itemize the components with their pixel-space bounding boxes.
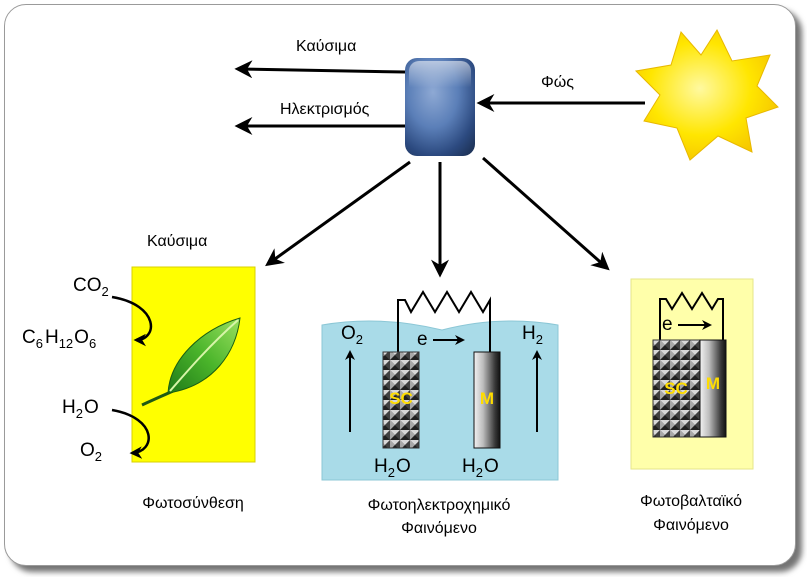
curved-arrow-co2 <box>111 295 153 347</box>
pv-circuit-wire <box>659 291 724 340</box>
pv-metal <box>699 339 727 438</box>
co2-formula: CO2 <box>73 275 109 299</box>
pec-water-left: H2O <box>374 456 411 480</box>
pec-caption-line1: Φωτοηλεκτροχημικό <box>368 497 511 514</box>
pec-h2-formula: H2 <box>522 323 543 347</box>
pv-sc-label: SC <box>664 379 688 398</box>
pec-semiconductor <box>382 351 420 449</box>
svg-text:O2: O2 <box>341 323 363 347</box>
pec-circuit-wire <box>397 290 491 352</box>
arrow-to-photovoltaic <box>482 156 610 271</box>
photosynthesis-fuel-label: Καύσιμα <box>147 233 207 250</box>
svg-text:CO2: CO2 <box>73 275 109 299</box>
pv-caption-line1: Φωτοβαλταϊκό <box>640 493 742 510</box>
svg-text:H2O: H2O <box>62 397 99 421</box>
svg-text:O2: O2 <box>80 440 102 464</box>
light-label: Φώς <box>541 74 574 91</box>
leaf-panel <box>131 266 256 463</box>
svg-text:H2: H2 <box>522 323 543 347</box>
pec-caption-line2: Φαινόμενο <box>401 520 477 537</box>
pv-electron-label: e <box>662 314 673 335</box>
leaf-icon <box>141 317 241 407</box>
pec-electron-label: e <box>417 329 428 350</box>
top-fuel-label: Καύσιμα <box>296 38 356 55</box>
o2-formula-photosynthesis: O2 <box>80 440 102 464</box>
pec-m-label: M <box>480 389 494 408</box>
svg-text:H2O: H2O <box>374 456 411 480</box>
svg-text:H2O: H2O <box>462 456 499 480</box>
pec-metal <box>473 351 501 449</box>
sun-icon <box>634 28 779 161</box>
arrow-fuel-out <box>234 60 406 79</box>
central-device <box>405 58 475 156</box>
pv-caption-line2: Φαινόμενο <box>653 517 729 534</box>
pv-semiconductor <box>652 339 701 438</box>
pec-o2-formula: O2 <box>341 323 363 347</box>
pec-water-right: H2O <box>462 456 499 480</box>
water-formula-photosynthesis: H2O <box>62 397 99 421</box>
top-electricity-label: Ηλεκτρισμός <box>280 101 370 118</box>
curved-arrow-water <box>111 408 150 459</box>
pec-sc-label: SC <box>389 389 413 408</box>
pv-m-label: M <box>706 374 720 393</box>
photosynthesis-caption: Φωτοσύνθεση <box>142 495 243 512</box>
arrow-to-photosynthesis <box>265 160 411 267</box>
